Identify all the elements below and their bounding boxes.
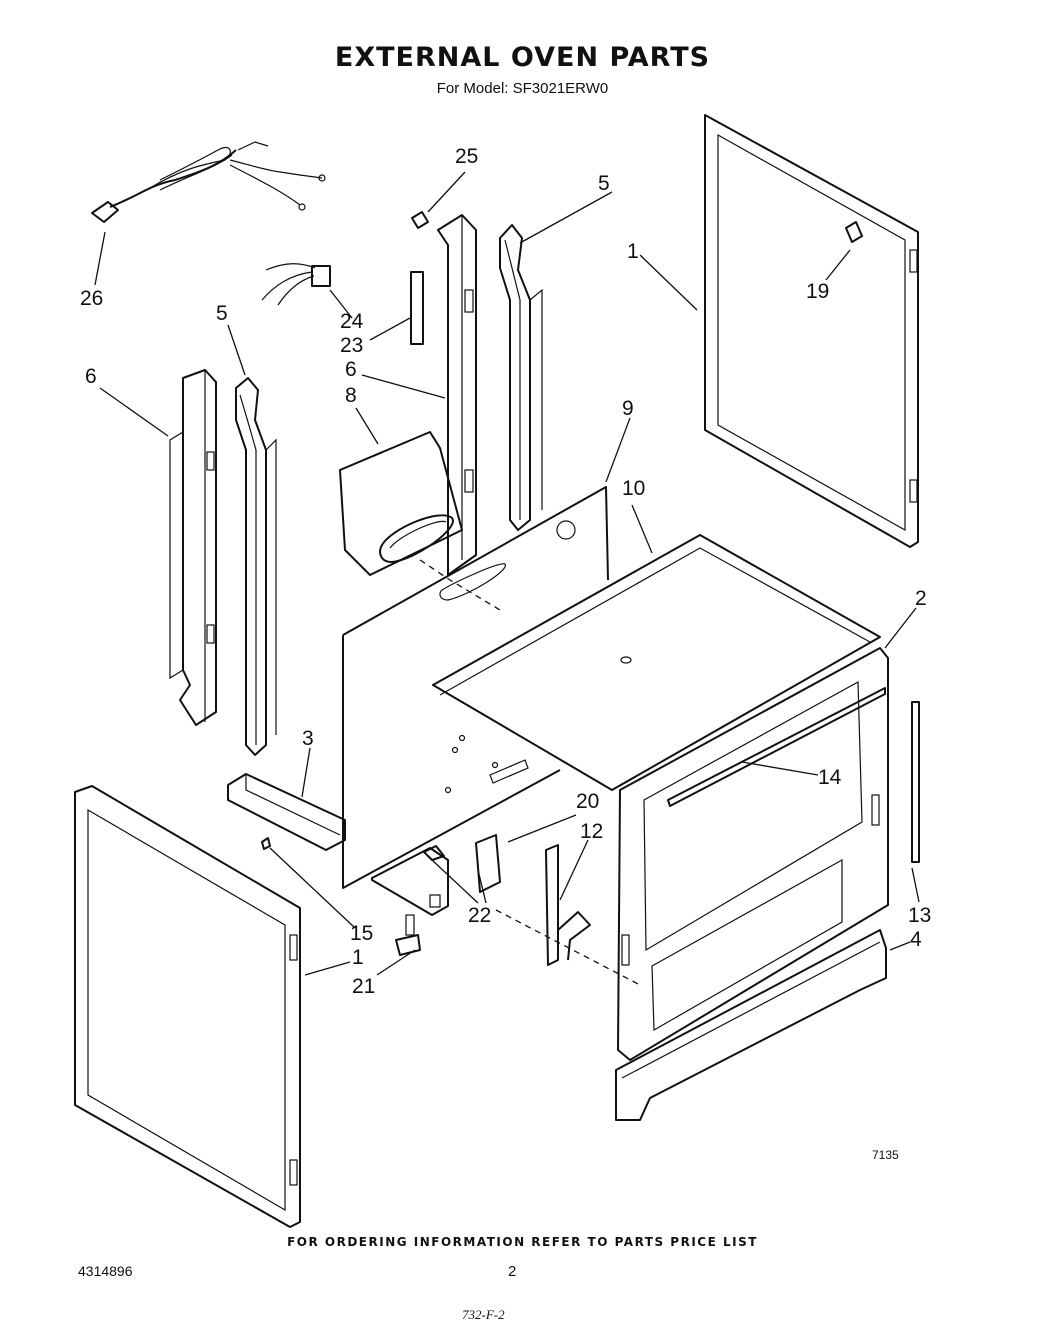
- callout-25: 25: [455, 145, 478, 168]
- page-number: 2: [508, 1263, 517, 1280]
- callout-14: 14: [818, 766, 842, 789]
- part-front-frame-2: [617, 647, 889, 1061]
- part-vent-duct-8: [339, 431, 463, 576]
- handwritten-code: 732-F-2: [462, 1307, 505, 1322]
- part-power-cord: [91, 141, 326, 223]
- part-back-panel-9: [342, 486, 609, 889]
- part-screw-25: [411, 211, 429, 229]
- callout-1b: 1: [352, 946, 364, 969]
- ordering-note: FOR ORDERING INFORMATION REFER TO PARTS …: [287, 1235, 758, 1249]
- part-side-rail-center: [437, 214, 477, 576]
- callout-9: 9: [622, 397, 634, 420]
- page-title: EXTERNAL OVEN PARTS: [334, 42, 711, 73]
- leader-lines: [94, 171, 920, 976]
- model-subtitle: For Model: SF3021ERW0: [436, 80, 609, 97]
- callout-2: 2: [915, 587, 927, 610]
- callout-19: 19: [806, 280, 829, 303]
- callout-22: 22: [468, 904, 491, 927]
- part-bottom-panel-4: [615, 929, 887, 1121]
- callout-12: 12: [580, 820, 603, 843]
- document-number: 4314896: [78, 1263, 133, 1279]
- callout-15: 15: [350, 922, 373, 945]
- callout-26: 26: [80, 287, 103, 310]
- part-side-rail-left-5: [235, 377, 277, 756]
- callout-20: 20: [576, 790, 599, 813]
- callout-3: 3: [302, 727, 314, 750]
- callout-13: 13: [908, 904, 931, 927]
- figure-code: 7135: [872, 1148, 899, 1162]
- part-strip-13: [911, 701, 920, 863]
- callout-24: 24: [340, 310, 364, 333]
- part-wire-connector: [261, 263, 331, 306]
- callout-6b: 6: [345, 358, 357, 381]
- assembly-dashed-lines: [419, 559, 641, 986]
- callout-21: 21: [352, 975, 375, 998]
- callout-5b: 5: [216, 302, 228, 325]
- part-hinge-12: [545, 844, 591, 966]
- part-bracket-3: [227, 773, 346, 851]
- part-rod-14: [667, 687, 886, 807]
- callout-1: 1: [627, 240, 639, 263]
- part-bracket-23: [410, 271, 424, 345]
- part-clip-20: [475, 834, 501, 893]
- callout-labels: 26 25 5 1 19 24 23 5 6 6 8 9 10 2 14 3 2…: [80, 145, 931, 998]
- callout-5: 5: [598, 172, 610, 195]
- callout-10: 10: [622, 477, 645, 500]
- part-top-panel-10: [432, 534, 881, 791]
- part-side-rail-left: [169, 369, 217, 726]
- part-leveling-leg-21: [395, 914, 421, 956]
- part-door-panel-right: [704, 114, 919, 548]
- callout-8: 8: [345, 384, 357, 407]
- part-22: [423, 845, 445, 861]
- part-screw-15: [261, 837, 271, 850]
- part-door-panel-left: [74, 785, 301, 1228]
- callout-6: 6: [85, 365, 97, 388]
- part-side-rail-5: [499, 224, 543, 531]
- callout-23: 23: [340, 334, 363, 357]
- callout-4: 4: [910, 928, 922, 951]
